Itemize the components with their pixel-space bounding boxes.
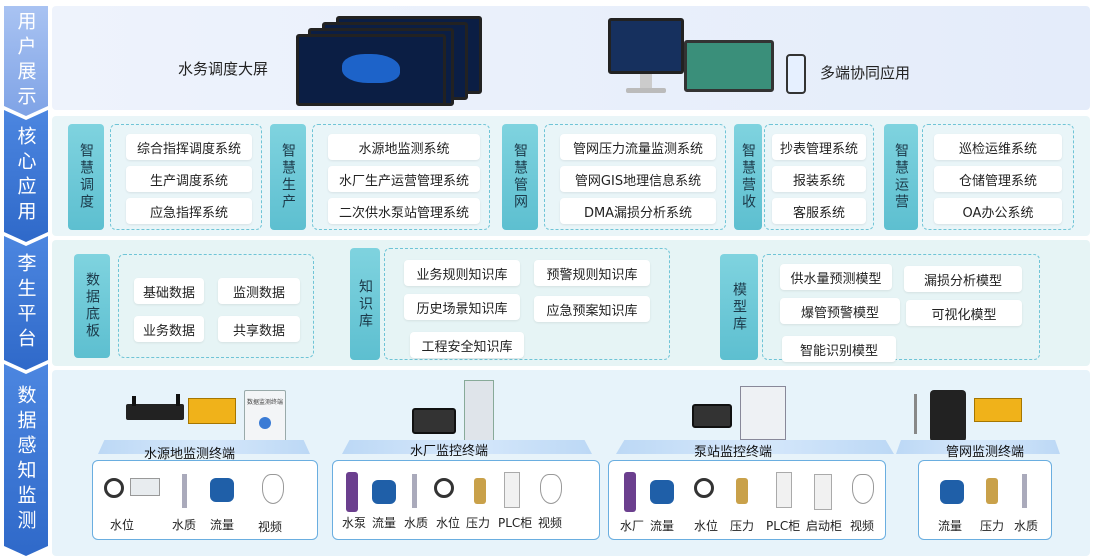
device-label: 视频 — [258, 520, 283, 534]
twin-title-database: 数据底板 — [74, 254, 110, 358]
device-label: 流量 — [210, 518, 235, 532]
twin-title-knowledge: 知识库 — [350, 248, 380, 360]
pump-cabinet-image — [740, 386, 786, 440]
device-label: 水质 — [172, 518, 197, 532]
twin-item[interactable]: 业务规则知识库 — [404, 260, 520, 286]
twin-group-database — [118, 254, 314, 358]
group-title-dispatch: 智慧调度 — [68, 124, 104, 230]
twin-item[interactable]: 工程安全知识库 — [410, 332, 524, 358]
core-item[interactable]: 报装系统 — [772, 166, 866, 192]
group-revenue — [764, 124, 874, 230]
twin-item[interactable]: 漏损分析模型 — [904, 266, 1022, 292]
twin-group-models — [762, 254, 1040, 360]
group-operation — [922, 124, 1074, 230]
group-network — [544, 124, 726, 230]
core-item[interactable]: 水源地监测系统 — [328, 134, 480, 160]
big-screen-label: 水务调度大屏 — [178, 60, 269, 78]
device-label: 启动柜 — [806, 519, 843, 533]
platform-pipe — [896, 440, 1060, 454]
cabinet-image: 数据监测终端 — [244, 390, 286, 446]
device-label: 水厂 — [620, 519, 645, 533]
twin-item[interactable]: 预警规则知识库 — [534, 260, 650, 286]
core-item[interactable]: 管网GIS地理信息系统 — [560, 166, 716, 192]
twin-item[interactable]: 爆管预警模型 — [780, 298, 900, 324]
twin-item[interactable]: 智能识别模型 — [782, 336, 896, 362]
group-title-operation: 智慧运营 — [884, 124, 918, 230]
device-label: 压力 — [730, 519, 755, 533]
core-item[interactable]: 水厂生产运营管理系统 — [328, 166, 480, 192]
touch-panel-image — [412, 408, 456, 434]
device-label: 压力 — [466, 516, 491, 530]
tablet-panel-image — [692, 404, 732, 428]
terminal-label: 水源地监测终端 — [144, 447, 236, 462]
device-label: 水质 — [1014, 519, 1039, 533]
core-item[interactable]: 二次供水泵站管理系统 — [328, 198, 480, 224]
group-production — [312, 124, 490, 230]
terminal-label: 管网监测终端 — [946, 445, 1025, 460]
layer-tab-user: 用户展示 — [4, 6, 48, 116]
twin-item[interactable]: 共享数据 — [218, 316, 300, 342]
twin-item[interactable]: 供水量预测模型 — [780, 264, 892, 290]
core-item[interactable]: 抄表管理系统 — [772, 134, 866, 160]
terminal-label: 泵站监控终端 — [694, 445, 773, 460]
twin-item[interactable]: 业务数据 — [134, 316, 204, 342]
device-label: 流量 — [938, 519, 963, 533]
twin-group-knowledge — [384, 248, 670, 360]
core-item[interactable]: OA办公系统 — [934, 198, 1062, 224]
core-item[interactable]: 客服系统 — [772, 198, 866, 224]
device-label: PLC柜 — [766, 519, 801, 533]
control-cabinet-image — [464, 380, 494, 446]
device-label: 压力 — [980, 519, 1005, 533]
core-item[interactable]: 应急指挥系统 — [126, 198, 252, 224]
device-label: 流量 — [372, 516, 397, 530]
cabinet-label: 数据监测终端 — [246, 399, 283, 406]
device-label: 水位 — [436, 516, 461, 530]
device-label: 水位 — [110, 518, 135, 532]
platform-source — [98, 440, 310, 454]
user-band — [52, 6, 1090, 110]
device-label: 流量 — [650, 519, 675, 533]
device-label: 水位 — [694, 519, 719, 533]
twin-title-models: 模型库 — [720, 254, 758, 360]
group-title-revenue: 智慧营收 — [734, 124, 762, 230]
group-title-network: 智慧管网 — [502, 124, 538, 230]
platform-pump — [616, 440, 894, 454]
layer-tab-sense: 数据感知监测 — [4, 364, 48, 556]
twin-item[interactable]: 监测数据 — [218, 278, 300, 304]
device-label: 视频 — [538, 516, 563, 530]
platform-plant — [342, 440, 592, 454]
group-dispatch — [110, 124, 262, 230]
core-item[interactable]: DMA漏损分析系统 — [560, 198, 716, 224]
device-label: 视频 — [850, 519, 875, 533]
twin-item[interactable]: 应急预案知识库 — [534, 296, 650, 322]
core-item[interactable]: 综合指挥调度系统 — [126, 134, 252, 160]
core-item[interactable]: 管网压力流量监测系统 — [560, 134, 716, 160]
layer-tab-core: 核心应用 — [4, 110, 48, 242]
device-label: PLC柜 — [498, 516, 533, 530]
multi-terminal-label: 多端协同应用 — [820, 64, 911, 82]
twin-item[interactable]: 历史场景知识库 — [404, 294, 520, 320]
twin-item[interactable]: 可视化模型 — [906, 300, 1022, 326]
core-item[interactable]: 仓储管理系统 — [934, 166, 1062, 192]
group-title-production: 智慧生产 — [270, 124, 306, 230]
layer-tab-twin: 李生平台 — [4, 236, 48, 370]
core-item[interactable]: 生产调度系统 — [126, 166, 252, 192]
core-item[interactable]: 巡检运维系统 — [934, 134, 1062, 160]
device-label: 水质 — [404, 516, 429, 530]
terminal-label: 水厂监控终端 — [410, 444, 489, 459]
twin-item[interactable]: 基础数据 — [134, 278, 204, 304]
device-label: 水泵 — [342, 516, 367, 530]
